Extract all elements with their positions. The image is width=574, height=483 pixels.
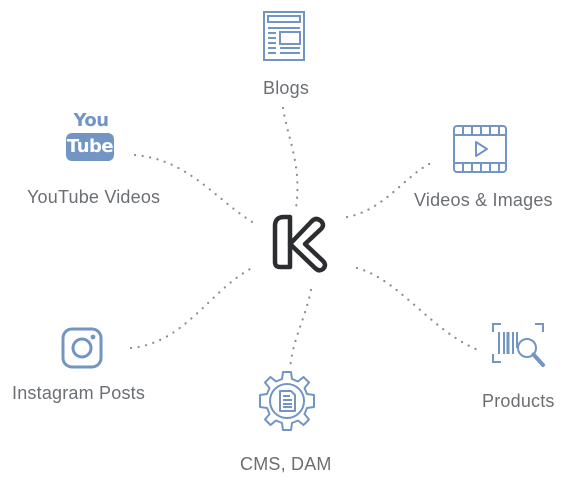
instagram-icon bbox=[61, 327, 103, 369]
label-youtube: YouTube Videos bbox=[27, 187, 161, 207]
connector-products bbox=[355, 266, 480, 352]
connector-cms bbox=[288, 288, 313, 372]
youtube-logo-bottom: Tube bbox=[66, 133, 114, 161]
youtube-logo-icon: You Tube bbox=[66, 111, 116, 167]
label-blogs: Blogs bbox=[263, 78, 310, 98]
film-play-icon bbox=[453, 125, 507, 173]
label-cms-dam: CMS, DAM bbox=[240, 454, 332, 474]
document-gear-icon bbox=[259, 371, 315, 431]
connector-blogs bbox=[281, 106, 299, 210]
k-logo-icon bbox=[272, 214, 328, 273]
label-instagram: Instagram Posts bbox=[12, 383, 146, 403]
connector-instagram bbox=[129, 266, 254, 350]
blog-layout-icon bbox=[263, 11, 305, 61]
barcode-search-icon bbox=[492, 323, 545, 367]
connector-videos bbox=[345, 160, 435, 219]
youtube-logo-top: You bbox=[73, 110, 109, 131]
label-products: Products bbox=[482, 391, 555, 411]
label-videos-images: Videos & Images bbox=[414, 190, 553, 210]
